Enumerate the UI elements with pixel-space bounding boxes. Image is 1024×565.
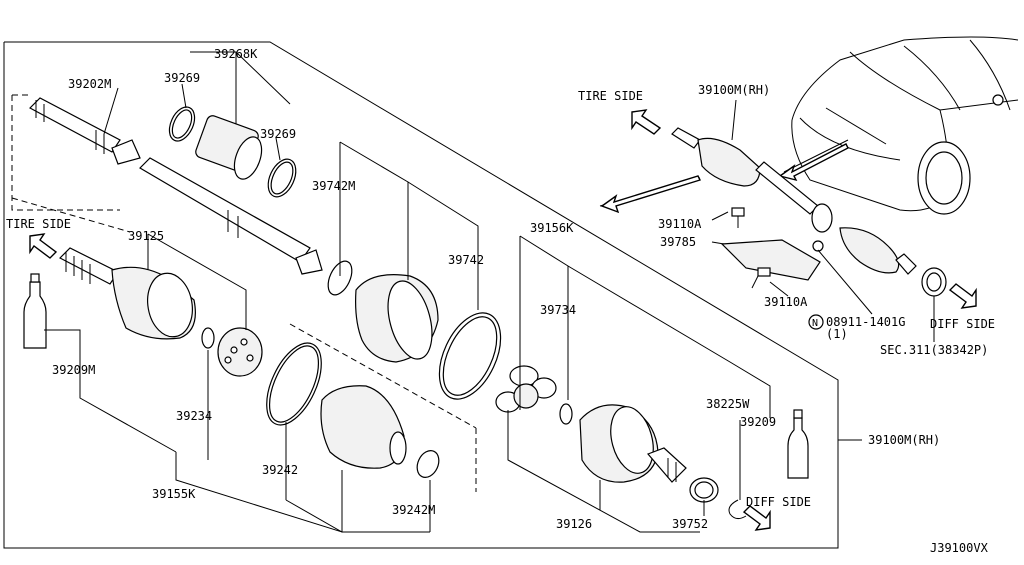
label-39234: 39234 (176, 409, 212, 423)
label-39268k: 39268K (214, 47, 258, 61)
label-39156k: 39156K (530, 221, 574, 235)
label-08911-1401g: 08911-1401G (826, 315, 905, 329)
tire-side-label-top: TIRE SIDE (578, 89, 643, 103)
label-39734: 39734 (540, 303, 576, 317)
diff-side-label-bottom: DIFF SIDE (746, 495, 811, 509)
labels: 39202M 39269 39268K 39269 39742M 39742 3… (6, 47, 995, 555)
label-39202m: 39202M (68, 77, 111, 91)
label-39209: 39209 (740, 415, 776, 429)
bolt-symbol-circle (808, 314, 824, 330)
main-frame (3, 41, 839, 549)
damper-bands (168, 106, 297, 198)
label-39752: 39752 (672, 517, 708, 531)
label-39785: 39785 (660, 235, 696, 249)
label-08911-qty: (1) (826, 327, 848, 341)
label-39742m: 39742M (312, 179, 355, 193)
label-39126: 39126 (556, 517, 592, 531)
boot-kits (266, 260, 502, 478)
leader-lines (44, 51, 862, 533)
label-39242: 39242 (262, 463, 298, 477)
label-38225w: 38225W (706, 397, 750, 411)
axle-shaft (11, 94, 323, 275)
label-39100m-rh-main: 39100M(RH) (868, 433, 940, 447)
diff-side-label-right: DIFF SIDE (930, 317, 995, 331)
label-39742: 39742 (448, 253, 484, 267)
label-39110a-top: 39110A (658, 217, 702, 231)
label-39269-upper: 39269 (164, 71, 200, 85)
top-right-shaft (599, 99, 947, 342)
tire-side-label-left: TIRE SIDE (6, 217, 71, 231)
label-39125: 39125 (128, 229, 164, 243)
direction-arrows (29, 109, 977, 531)
diff-side-arrow-right (948, 283, 977, 309)
label-sec311: SEC.311(38342P) (880, 343, 988, 357)
label-39100m-rh-top: 39100M(RH) (698, 83, 770, 97)
tire-side-arrow-left (29, 233, 58, 259)
inner-joint-assembly (495, 365, 809, 520)
tire-side-arrow-top (631, 109, 662, 135)
label-39110a-bottom: 39110A (764, 295, 808, 309)
label-39242m: 39242M (392, 503, 435, 517)
vehicle-illustration (778, 36, 1019, 215)
label-39209m: 39209M (52, 363, 95, 377)
diff-side-arrow-bottom (742, 505, 771, 531)
diagram-code: J39100VX (930, 541, 989, 555)
label-39155k: 39155K (152, 487, 196, 501)
bolt-symbol: N (812, 318, 818, 329)
label-39269-lower: 39269 (260, 127, 296, 141)
outer-joint-assembly (11, 197, 477, 492)
